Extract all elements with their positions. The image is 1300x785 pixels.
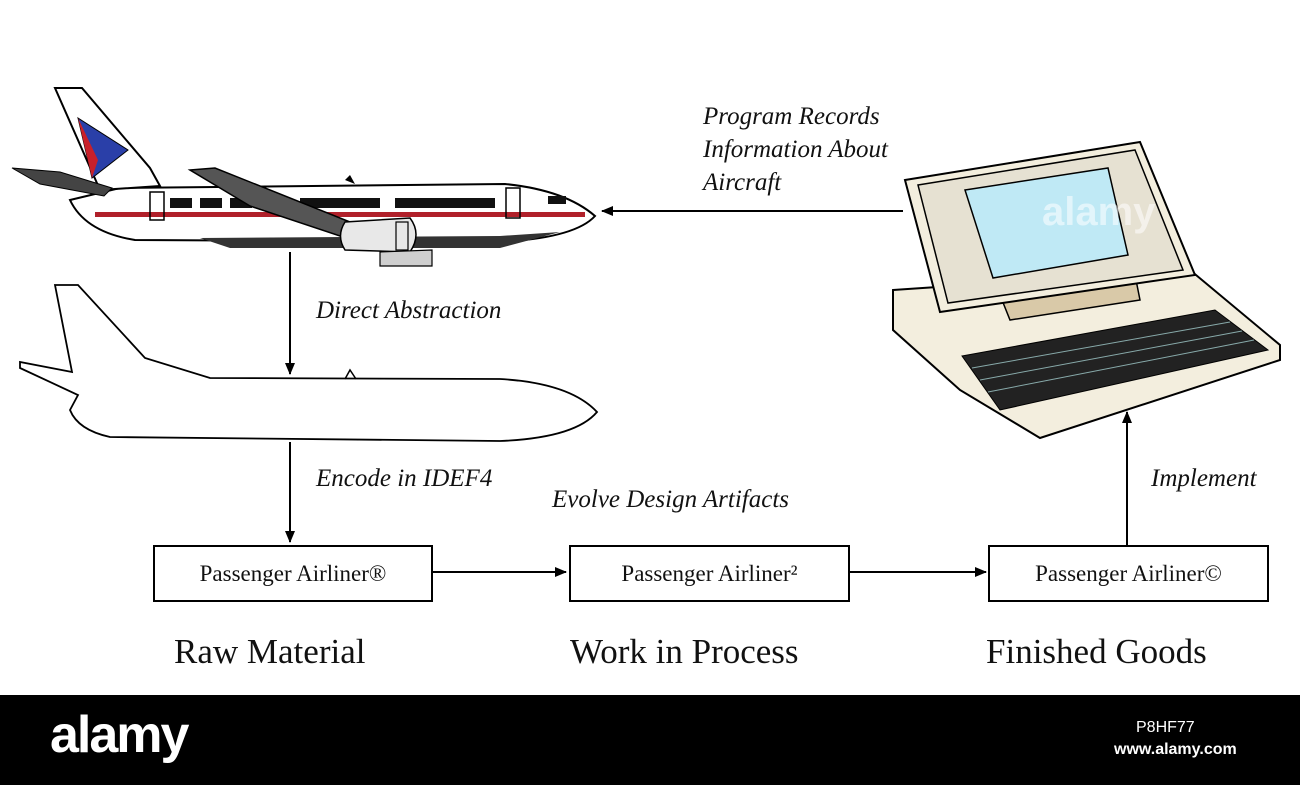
- diagram-canvas: Program Records Information About Aircra…: [11, 87, 1281, 671]
- stage-raw-material: Raw Material: [174, 632, 366, 671]
- label-implement: Implement: [1151, 465, 1257, 492]
- watermark-site-url: www.alamy.com: [1114, 741, 1237, 758]
- box-passenger-airliner-raw: Passenger Airliner®: [153, 545, 433, 602]
- stage-finished-goods: Finished Goods: [986, 632, 1207, 671]
- box-passenger-airliner-finished: Passenger Airliner©: [988, 545, 1269, 602]
- abstract-airliner-outline: [19, 284, 599, 442]
- watermark-brand-logo: alamy: [50, 706, 189, 764]
- stage-work-in-process: Work in Process: [570, 632, 799, 671]
- detailed-airliner-illustration: [11, 87, 597, 267]
- watermark-image-id: P8HF77: [1136, 719, 1195, 736]
- box-passenger-airliner-wip: Passenger Airliner²: [569, 545, 850, 602]
- watermark-footer-bar: alamy P8HF77 www.alamy.com: [0, 695, 1300, 785]
- label-encode-idef4: Encode in IDEF4: [316, 465, 493, 492]
- laptop-illustration: [892, 140, 1281, 440]
- watermark-overlay-text: alamy: [1042, 190, 1156, 234]
- label-evolve-design-artifacts: Evolve Design Artifacts: [552, 486, 789, 513]
- diagram-graphics: [11, 87, 1281, 577]
- label-program-records: Program Records Information About Aircra…: [703, 103, 888, 196]
- label-direct-abstraction: Direct Abstraction: [316, 297, 502, 324]
